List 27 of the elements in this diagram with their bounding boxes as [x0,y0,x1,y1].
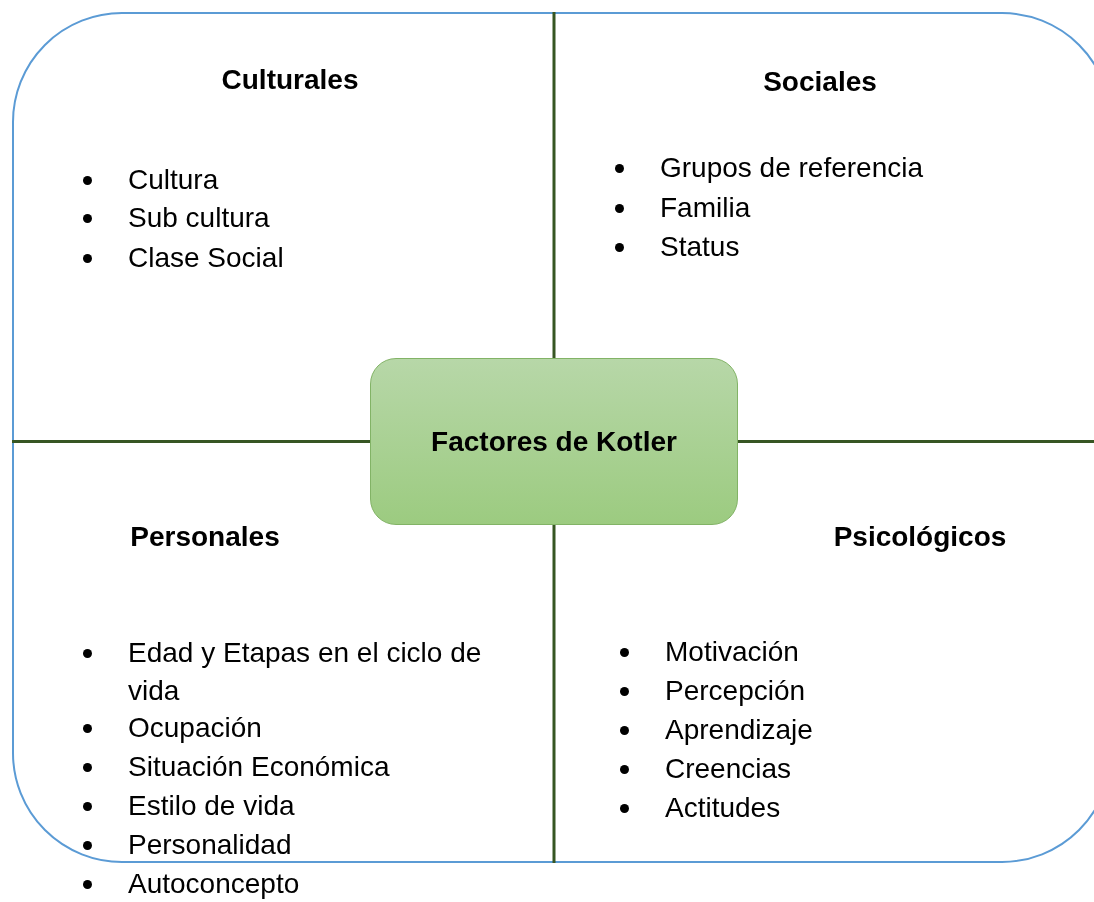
list-item: Personalidad [78,826,503,864]
quadrant-heading: Psicológicos [832,520,1008,554]
list-item: Clase Social [78,239,458,277]
list-item: Edad y Etapas en el ciclo de vida [78,634,503,710]
quadrant-heading: Sociales [762,65,878,99]
list-item: Creencias [615,750,1015,788]
quadrant-heading: Personales [129,520,281,554]
list-item: Actitudes [615,789,1015,827]
list-item: Estilo de vida [78,787,503,825]
list-item: Aprendizaje [615,711,1015,749]
divider-line [552,525,556,863]
list-item: Familia [610,189,1030,227]
list-item: Cultura [78,161,458,199]
rounded-frame [12,12,1094,863]
list-item: Percepción [615,672,1015,710]
list-item: Sub cultura [78,199,458,237]
quadrant-heading: Culturales [220,63,360,97]
list-item: Grupos de referencia [610,149,1030,187]
list-item: Autoconcepto [78,865,503,902]
list-item: Ocupación [78,709,503,747]
list-item: Status [610,228,1030,266]
list-item: Situación Económica [78,748,503,786]
divider-line [738,440,1094,443]
divider-line [12,440,370,443]
divider-line [552,12,556,358]
process-box: Factores de Kotler [370,358,738,525]
list-item: Motivación [615,633,1015,671]
